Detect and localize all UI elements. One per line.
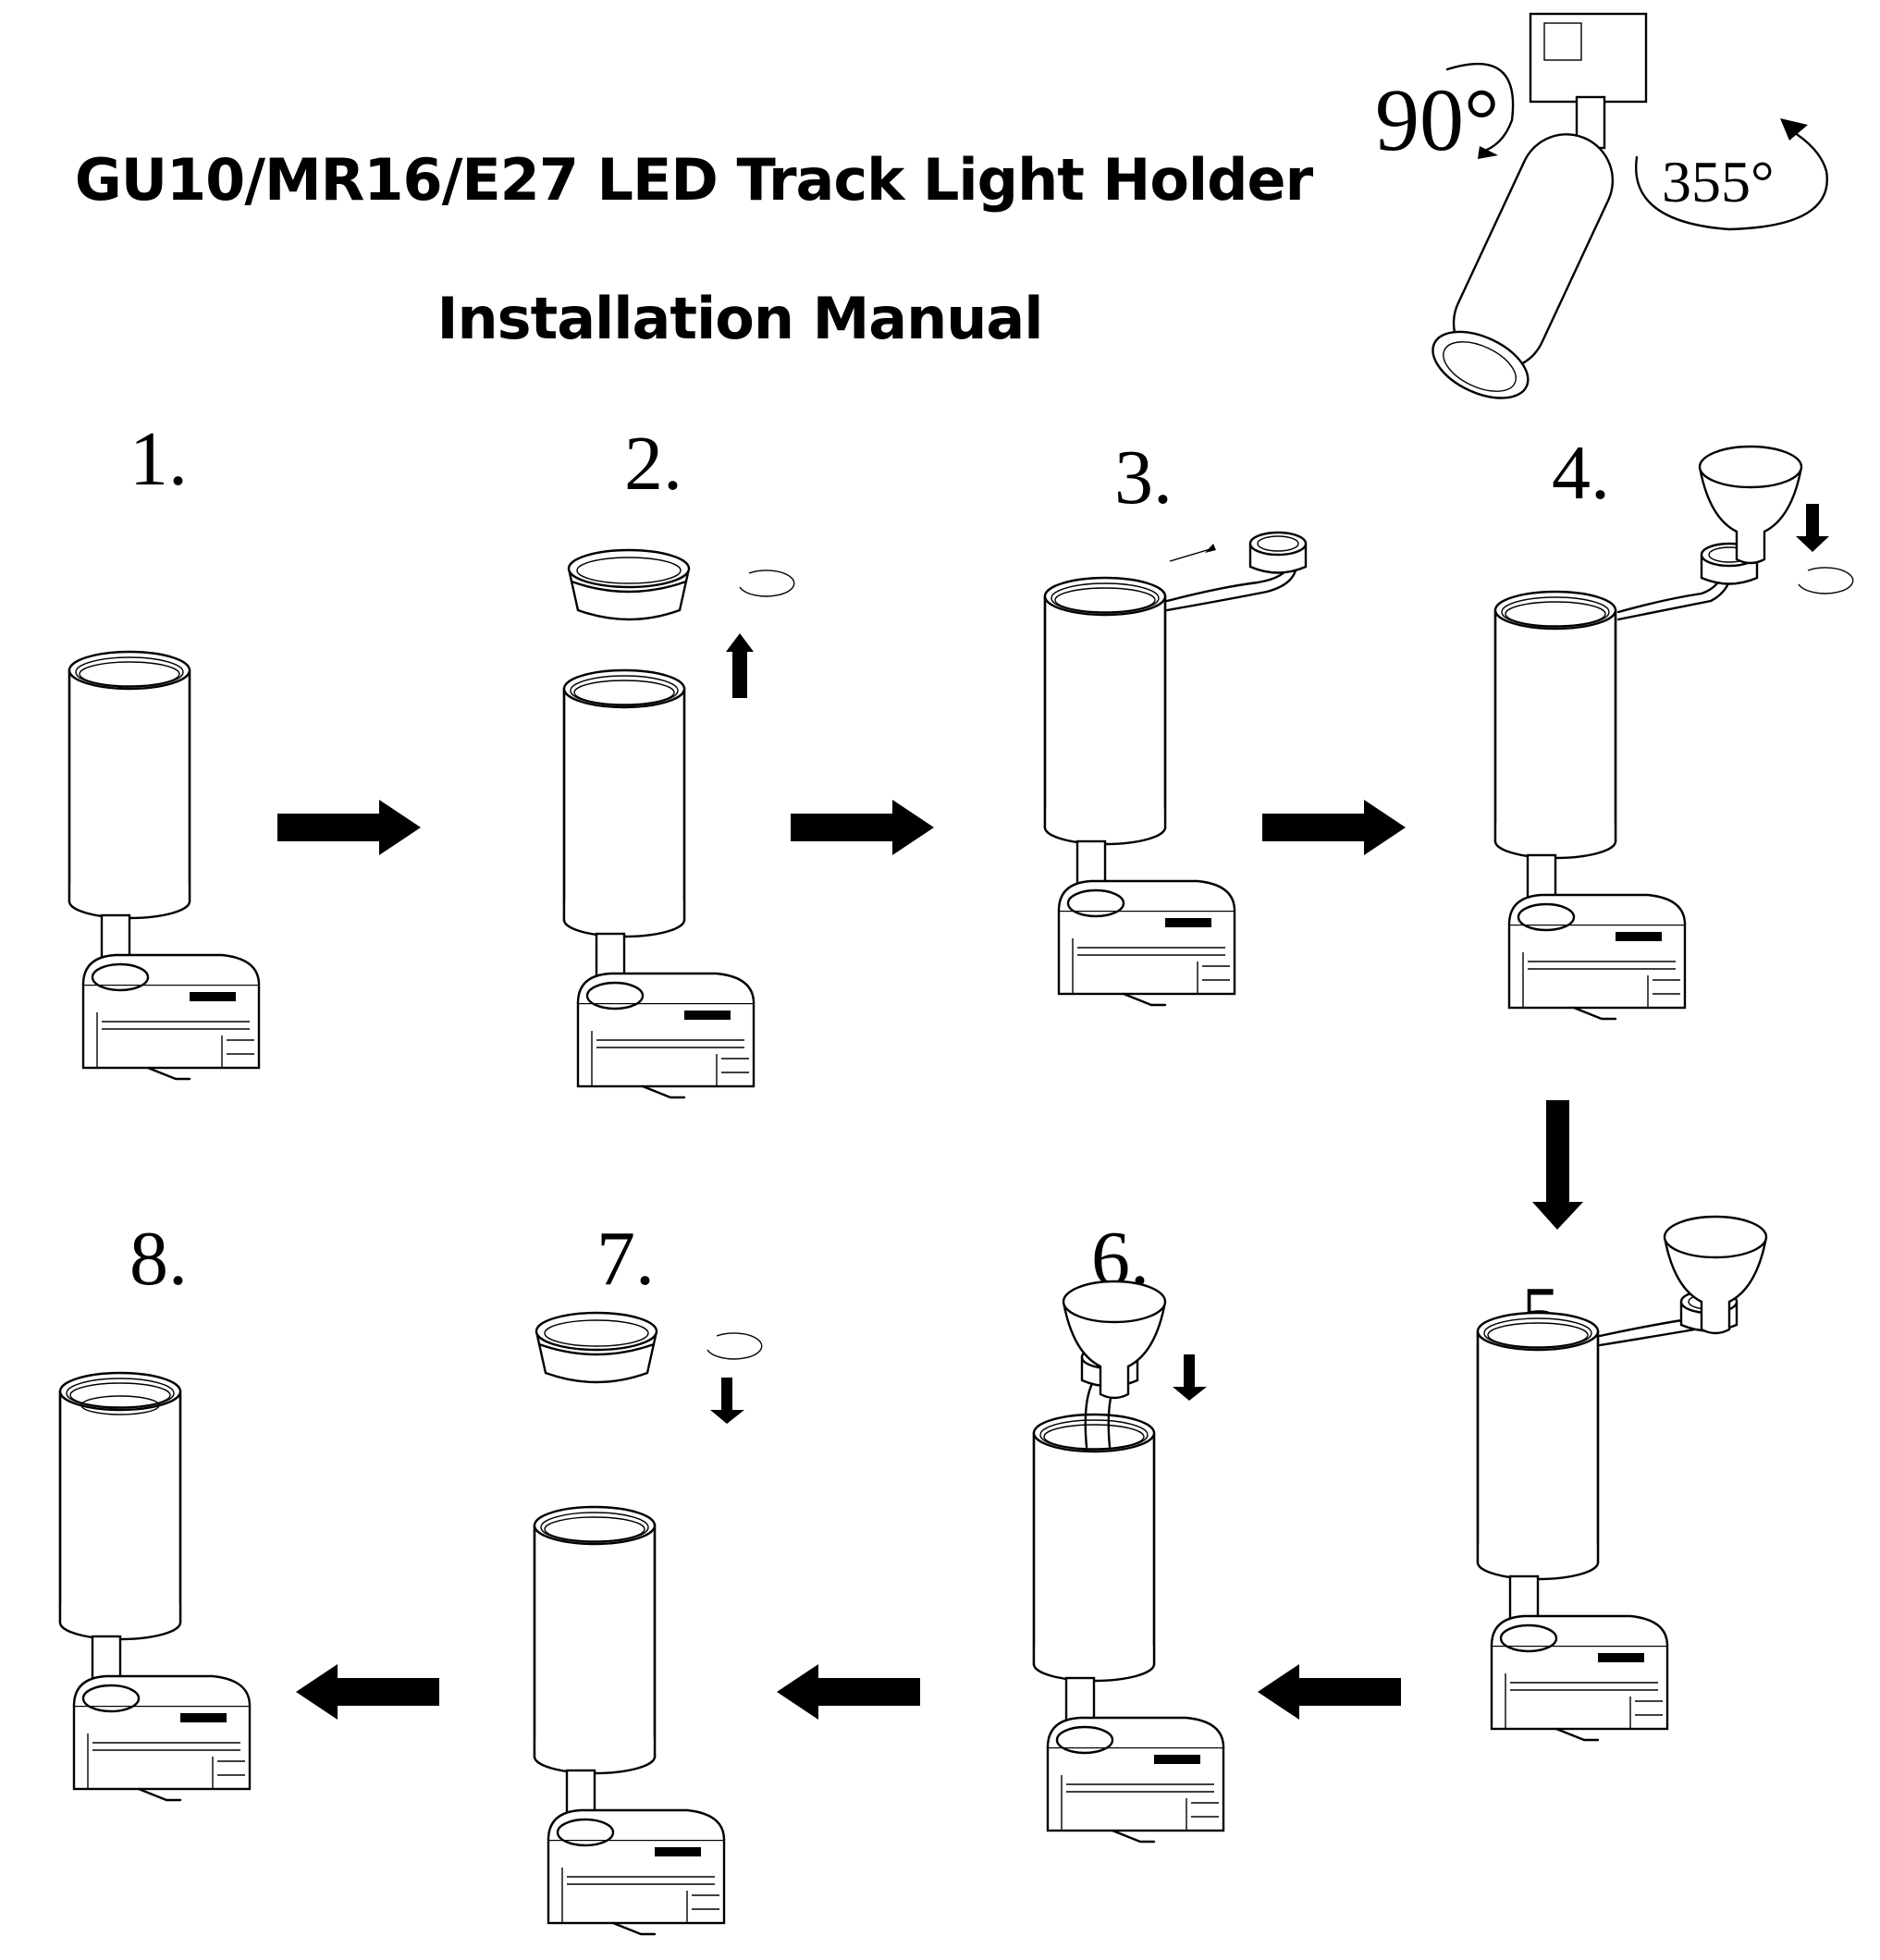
rotation-cw-icon <box>1798 567 1854 594</box>
step-5-illustration <box>1476 1215 1768 1740</box>
arrow-down-icon <box>710 1378 744 1424</box>
hero-track-adapter <box>1529 12 1648 104</box>
step-7-illustration <box>533 1311 763 1934</box>
arrow-down-4-to-5 <box>1532 1100 1583 1230</box>
step-2-illustration <box>562 548 795 1097</box>
step-2-label: 2. <box>624 421 682 507</box>
arrow-down-icon <box>1173 1354 1207 1401</box>
arrow-right-1-to-2 <box>277 800 421 855</box>
gu10-bulb <box>1062 1280 1167 1400</box>
arrow-right-3-to-4 <box>1262 800 1406 855</box>
step-3-label: 3. <box>1114 435 1173 521</box>
tilt-angle-label: 90° <box>1375 70 1500 169</box>
arrow-right-2-to-3 <box>791 800 934 855</box>
step-4-illustration <box>1493 445 1854 1019</box>
step-4-label: 4. <box>1552 430 1610 516</box>
rotation-cw-icon <box>707 1332 763 1360</box>
gu10-bulb <box>1663 1215 1768 1335</box>
rotation-ccw-icon <box>739 570 795 597</box>
arrow-down-icon <box>1796 504 1829 552</box>
step-1-label: 1. <box>129 416 188 502</box>
arrow-left-7-to-8 <box>296 1664 439 1720</box>
document-subtitle: Installation Manual <box>436 285 1043 352</box>
step-3-illustration <box>1043 531 1308 1005</box>
hero-track-light-illustration <box>1432 12 1828 399</box>
step-8-illustration <box>58 1371 250 1800</box>
step-1-illustration <box>68 650 259 1079</box>
step-8-label: 8. <box>129 1216 188 1302</box>
document-title: GU10/MR16/E27 LED Track Light Holder <box>74 146 1313 214</box>
arrow-left-6-to-7 <box>777 1664 920 1720</box>
arrow-up-icon <box>726 633 754 698</box>
step-6-illustration <box>1032 1280 1223 1842</box>
step-7-label: 7. <box>596 1216 655 1302</box>
arrow-left-5-to-6 <box>1258 1664 1401 1720</box>
rotation-angle-label: 355° <box>1662 149 1775 214</box>
socket <box>1248 531 1308 574</box>
